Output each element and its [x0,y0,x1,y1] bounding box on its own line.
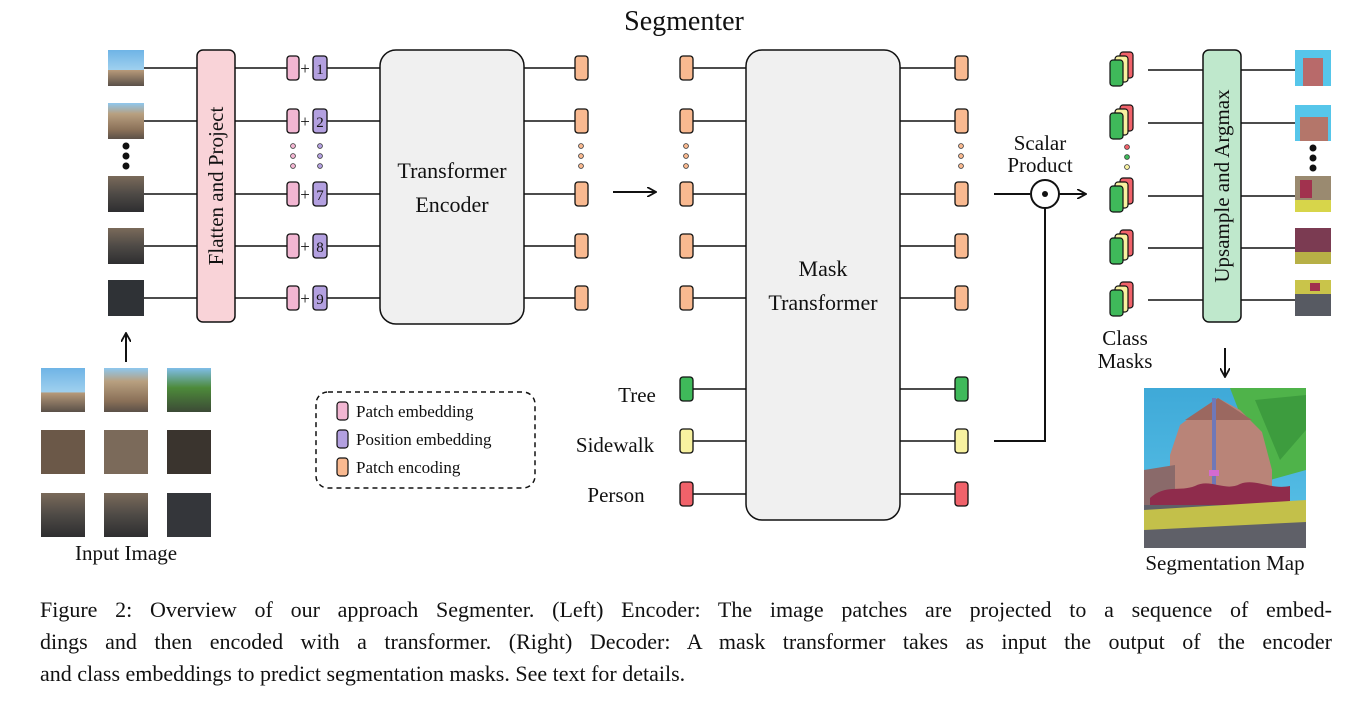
legend-label-position-embedding: Position embedding [356,430,492,449]
decoder-input-tokens [679,55,694,311]
patch-embedding-token [286,55,300,81]
class-to-product-line [994,208,1046,442]
flatten-to-embedding-lines [235,67,287,299]
caption-line-1: Figure 2: Overview of our approach Segme… [40,597,1332,622]
legend-swatch-patch-embedding [336,401,349,421]
mask-transformer-label-line1: Mask [799,256,848,281]
patch-embedding-token [286,233,300,259]
legend-swatch-position-embedding [336,429,349,449]
mask-transformer-label-line2: Transformer [768,290,878,315]
caption-line-3: and class embeddings to predict segmenta… [40,661,686,686]
input-patch-column [108,50,144,316]
legend: Patch embedding Position embedding Patch… [315,391,536,489]
diagram-title: Segmenter [624,6,744,37]
upsample-argmax-box [1202,49,1242,323]
transformer-encoder-box [379,49,525,325]
plus-sign: + [300,185,310,204]
position-index: 2 [316,115,324,131]
patch-embedding-token [286,108,300,134]
input-patch-8 [108,228,144,264]
output-patch-column [1295,50,1331,316]
ellipsis-dot [122,162,130,170]
patch-embedding-token [286,285,300,311]
input-patch-7 [108,176,144,212]
patch-embedding-token [286,181,300,207]
masks-to-upsample-lines [1148,69,1203,301]
input-patch-1 [108,50,144,86]
plus-sign: + [300,112,310,131]
transformer-encoder-label-line2: Encoder [415,192,489,217]
upsample-output-lines [1241,69,1295,301]
upsample-argmax-label: Upsample and Argmax [1210,89,1234,283]
class-masks [1109,51,1134,317]
patch-to-flatten-lines [144,67,197,299]
segmentation-map-label: Segmentation Map [1145,551,1304,575]
decoder-output-tokens [954,55,969,507]
encoder-output-tokens [574,55,589,311]
transformer-encoder-label-line1: Transformer [397,158,507,183]
plus-sign: + [300,59,310,78]
segmenter-diagram: Segmenter Input Image Flatten and Projec… [41,6,1331,575]
ellipsis-dot [122,152,130,160]
class-token-person [679,481,694,507]
input-image-label: Input Image [75,541,177,565]
ellipsis-dot [122,142,130,150]
figure-caption: Figure 2: Overview of our approach Segme… [40,594,1332,690]
caption-line-2: dings and then encoded with a transforme… [40,629,1332,654]
class-label-tree: Tree [618,383,656,407]
legend-label-patch-encoding: Patch encoding [356,458,461,477]
input-patch-9 [108,280,144,316]
input-image-grid [41,368,211,537]
class-token-sidewalk [679,428,694,454]
class-mask-stack [1109,177,1134,213]
class-mask-stack [1109,104,1134,140]
class-masks-label-line1: Class [1102,326,1148,350]
decoder-input-lines [693,67,746,495]
class-mask-stack [1109,281,1134,317]
legend-box [315,391,536,489]
input-patch-2 [108,103,144,139]
plus-sign: + [300,237,310,256]
embedding-rows: + 1 + 2 + 7 + 8 + 9 [286,55,328,311]
flatten-project-label: Flatten and Project [204,107,228,266]
class-mask-stack [1109,51,1134,87]
embedding-to-encoder-lines [327,67,380,299]
class-masks-label-line2: Masks [1098,349,1153,373]
class-label-sidewalk: Sidewalk [576,433,655,457]
position-index: 8 [316,240,324,256]
decoder-output-lines [900,67,955,495]
mask-transformer-box [745,49,901,521]
scalar-product-label-line2: Product [1007,153,1072,177]
position-index: 9 [316,292,324,308]
scalar-product-label-line1: Scalar [1014,131,1066,155]
class-token-tree [679,376,694,402]
legend-label-patch-embedding: Patch embedding [356,402,474,421]
legend-swatch-patch-encoding [336,457,349,477]
position-index: 7 [316,188,324,204]
plus-sign: + [300,289,310,308]
flatten-project-box [196,49,236,323]
class-tokens-input [679,376,694,507]
position-index: 1 [316,62,324,78]
class-label-person: Person [587,483,645,507]
segmentation-map-image [1144,388,1306,548]
class-mask-stack [1109,229,1134,265]
encoder-output-lines [524,67,575,299]
